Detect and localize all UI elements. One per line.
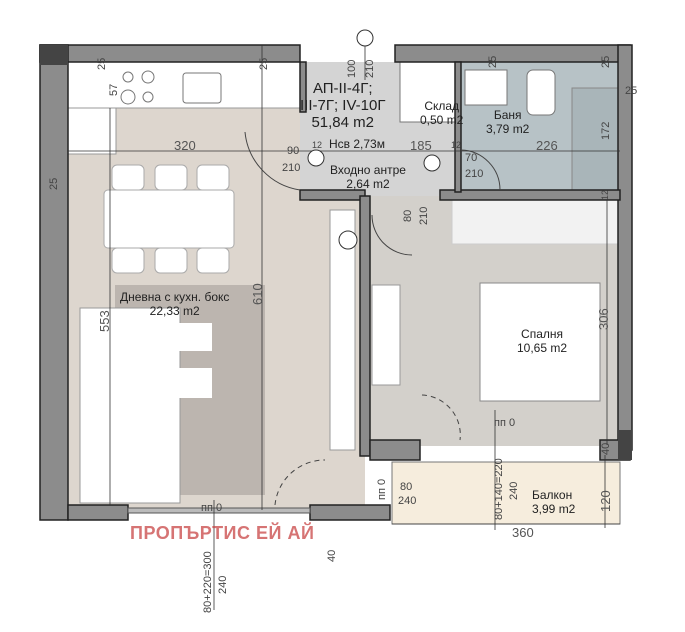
door-bath-height: 210	[465, 168, 484, 180]
dining-chairs	[111, 164, 230, 274]
ceiling-height: Нсв 2,73м	[329, 137, 385, 151]
coffee-table-1	[167, 323, 212, 351]
toilet	[526, 69, 556, 116]
dim-wall: 25	[258, 57, 270, 70]
dim-wall: 40	[600, 442, 612, 455]
door-entry-width: 100	[346, 59, 358, 78]
dim-wall: 25	[487, 55, 499, 68]
room-name: Входно антре	[330, 163, 406, 177]
light-hall-2	[423, 154, 441, 172]
room-area: 3,79 m2	[486, 122, 530, 136]
dim-wall: 25	[625, 85, 638, 97]
dining-table	[103, 189, 235, 249]
apartment-area: 51,84 m2	[311, 114, 374, 131]
sofa	[79, 307, 181, 504]
dim-hall-width: 185	[410, 138, 432, 153]
light-entry	[356, 29, 374, 47]
window-bed-size: 80+140=220	[493, 458, 505, 520]
room-area: 22,33 m2	[149, 304, 200, 318]
door-bed-height: 210	[418, 206, 430, 225]
dim-kitchen: 57	[108, 83, 120, 96]
room-name: Дневна с кухн. бокс	[120, 290, 230, 304]
room-area: 2,64 m2	[346, 177, 390, 191]
balcony-floor	[391, 461, 621, 525]
coffee-table-2	[167, 368, 212, 398]
window-bed-height: 240	[508, 481, 520, 500]
window-living-height: 240	[217, 575, 229, 594]
door-living-width: 90	[287, 145, 300, 157]
watermark: ПРОПЪРТИС ЕЙ АЙ	[130, 523, 315, 543]
dim-wall: 25	[600, 55, 612, 68]
dim-living-height: 610	[250, 283, 265, 305]
window-living	[127, 507, 311, 514]
dim-balcony-width: 360	[512, 525, 534, 540]
apartment-code-2: III-7Г; IV-10Г	[300, 97, 386, 114]
stove	[120, 70, 155, 105]
kitchen-sink	[182, 72, 222, 104]
door-bath-width: 70	[465, 152, 478, 164]
dim-wall: 25	[48, 177, 60, 190]
apartment-label: АП-II-4Г; III-7Г; IV-10Г 51,84 m2	[300, 80, 385, 131]
floor-level-bed: пп 0	[494, 417, 516, 429]
dim-wall: 12	[451, 140, 462, 150]
door-bed-width: 80	[402, 209, 414, 222]
floor-level-living: пп 0	[201, 502, 223, 514]
washbasin	[464, 69, 508, 106]
bed	[479, 282, 601, 402]
tv-unit-bed	[371, 284, 401, 386]
window-living-size: 80+220=300	[202, 551, 214, 613]
door-balcony-height: 240	[398, 495, 417, 507]
wardrobe	[451, 199, 621, 245]
dim-shower: 172	[600, 121, 612, 140]
dim-wall: 40	[326, 549, 338, 562]
dim-balcony-depth: 120	[598, 490, 613, 512]
door-living-height: 210	[282, 162, 301, 174]
dim-living-width: 320	[174, 138, 196, 153]
room-name: Балкон	[532, 488, 573, 502]
room-area: 3,99 m2	[532, 502, 576, 516]
dim-bedroom-height: 306	[596, 308, 611, 330]
dim-wall: 25	[96, 57, 108, 70]
dim-living-inner: 553	[97, 310, 112, 332]
door-entry-height: 210	[364, 59, 376, 78]
kitchen-counter	[67, 61, 301, 109]
column-right	[618, 430, 632, 460]
room-name: Баня	[493, 108, 522, 122]
shower	[571, 87, 619, 193]
apartment-code-1: АП-II-4Г;	[312, 80, 373, 97]
room-area: 0,50 m2	[420, 113, 464, 127]
room-area: 10,65 m2	[517, 341, 568, 355]
door-balcony-width: 80	[400, 481, 413, 493]
light-hall-3	[307, 149, 325, 167]
room-name: Склад	[424, 99, 460, 113]
column-left	[40, 45, 68, 65]
dim-wall: 12	[312, 140, 323, 150]
dimension-lines	[68, 40, 620, 610]
fridge	[67, 107, 117, 155]
floor-level-balcony: пп 0	[376, 478, 388, 500]
dim-wall: 12	[600, 189, 610, 200]
room-name: Спалня	[521, 327, 563, 341]
tv-unit	[329, 209, 356, 451]
light-hall	[338, 230, 358, 250]
dim-bath-width: 226	[536, 138, 558, 153]
